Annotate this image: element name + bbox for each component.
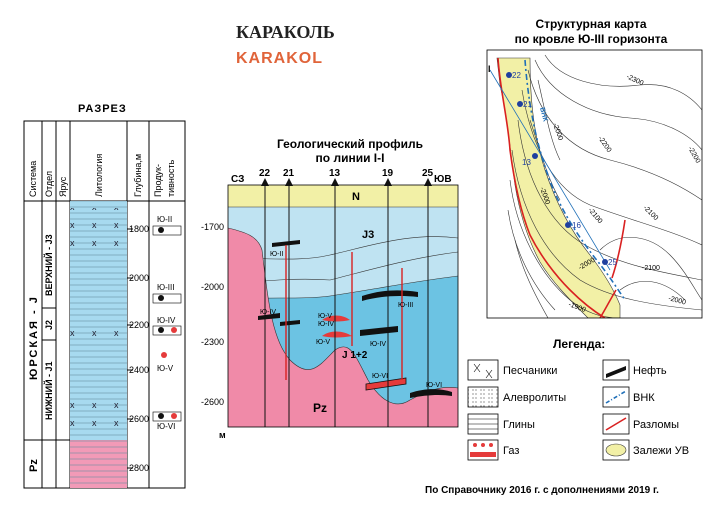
unit-j3-label: J3 bbox=[362, 229, 374, 241]
unit-j12-label: J 1+2 bbox=[342, 350, 368, 361]
profile-title-line2: по линии I-I bbox=[315, 151, 385, 165]
contour-label: -2100 bbox=[642, 265, 660, 272]
header-system: Система bbox=[28, 161, 38, 197]
contour-label: -2000 bbox=[667, 295, 686, 306]
horizon-label: Ю-IV bbox=[157, 316, 176, 325]
legend-title: Легенда: bbox=[553, 337, 606, 351]
profile-depth-label: -1700 bbox=[201, 222, 224, 232]
map-well-number: 21 bbox=[523, 100, 532, 109]
map-well-number: 22 bbox=[512, 71, 521, 80]
legend-label: Газ bbox=[503, 445, 519, 457]
section-title: РАЗРЕЗ bbox=[78, 103, 127, 115]
horizon-yu5-label: Ю-V bbox=[318, 313, 332, 320]
profile-unit: м bbox=[219, 430, 226, 440]
horizon-yu4-label: Ю-IV bbox=[318, 321, 334, 328]
horizon-label: Ю-II bbox=[157, 215, 172, 224]
horizon-yu3-label: Ю-III bbox=[398, 302, 413, 309]
system-jurassic-label: ЮРСКАЯ - J bbox=[28, 295, 40, 380]
series-lower-label: НИЖНИЙ - J1 bbox=[43, 361, 54, 420]
profile-title: Геологический профиль по линии I-I bbox=[260, 137, 440, 165]
map-line-label: I bbox=[488, 64, 491, 74]
profile-title-line1: Геологический профиль bbox=[276, 137, 424, 151]
system-pz-label: Pz bbox=[28, 459, 40, 472]
map-well-number: 16 bbox=[572, 221, 581, 230]
depth-label: 2200 bbox=[129, 320, 149, 330]
title-english: KARAKOL bbox=[236, 50, 323, 67]
horizon-yu6-label: Ю-VI bbox=[372, 373, 388, 380]
well-number: 21 bbox=[283, 168, 295, 179]
series-upper-label: ВЕРХНИЙ - J3 bbox=[43, 234, 54, 296]
legend-label: Разломы bbox=[633, 419, 679, 431]
header-depth: Глубина,м bbox=[133, 154, 143, 197]
map-well-number: 25 bbox=[608, 258, 617, 267]
legend-label: ВНК bbox=[633, 392, 655, 404]
direction-se: ЮВ bbox=[434, 174, 452, 185]
direction-nw: СЗ bbox=[231, 174, 244, 185]
depth-label: 2800 bbox=[129, 463, 149, 473]
depth-label: 1800 bbox=[129, 224, 149, 234]
depth-label: 2000 bbox=[129, 273, 149, 283]
structure-map-title: Структурная карта по кровле Ю-III горизо… bbox=[486, 17, 696, 47]
legend-label: Песчаники bbox=[503, 365, 557, 377]
header-stage: Ярус bbox=[58, 176, 68, 197]
horizon-label: Ю-III bbox=[157, 283, 174, 292]
header-lithology: Литология bbox=[94, 154, 104, 197]
series-middle-label: J2 bbox=[44, 320, 54, 330]
legend-label: Глины bbox=[503, 419, 535, 431]
profile-depth-label: -2300 bbox=[201, 337, 224, 347]
legend-label: Залежи УВ bbox=[633, 445, 689, 457]
well-number: 13 bbox=[329, 168, 341, 179]
legend-label: Алевролиты bbox=[503, 392, 566, 404]
source-note: По Справочнику 2016 г. с дополнениями 20… bbox=[425, 485, 659, 496]
map-vnk-label: ВНК bbox=[538, 107, 549, 123]
horizon-yu5-label: Ю-V bbox=[316, 339, 330, 346]
well-number: 22 bbox=[259, 168, 271, 179]
structure-title-line1: Структурная карта bbox=[535, 17, 647, 31]
horizon-yu4-label: Ю-IV bbox=[370, 341, 386, 348]
horizon-yu2-label: Ю-II bbox=[270, 251, 283, 258]
header-series: Отдел bbox=[44, 171, 54, 197]
horizon-label: Ю-V bbox=[157, 364, 174, 373]
map-well-number: 13 bbox=[522, 158, 531, 167]
well-number: 19 bbox=[382, 168, 394, 179]
legend-label: Нефть bbox=[633, 365, 667, 377]
header-productivity-1: Продук- bbox=[153, 164, 163, 197]
profile-depth-label: -2000 bbox=[201, 282, 224, 292]
horizon-yu4-label: Ю-IV bbox=[260, 309, 276, 316]
horizon-label: Ю-VI bbox=[157, 422, 175, 431]
profile-depth-label: -2600 bbox=[201, 397, 224, 407]
unit-pz-label: Pz bbox=[313, 401, 327, 415]
title-russian: КАРАКОЛЬ bbox=[236, 22, 335, 42]
depth-label: 2600 bbox=[129, 414, 149, 424]
well-number: 25 bbox=[422, 168, 434, 179]
horizon-yu6-label: Ю-VI bbox=[426, 382, 442, 389]
unit-n-label: N bbox=[352, 191, 360, 203]
depth-label: 2400 bbox=[129, 365, 149, 375]
structure-title-line2: по кровле Ю-III горизонта bbox=[514, 32, 668, 46]
header-productivity-2: тивность bbox=[166, 159, 176, 197]
